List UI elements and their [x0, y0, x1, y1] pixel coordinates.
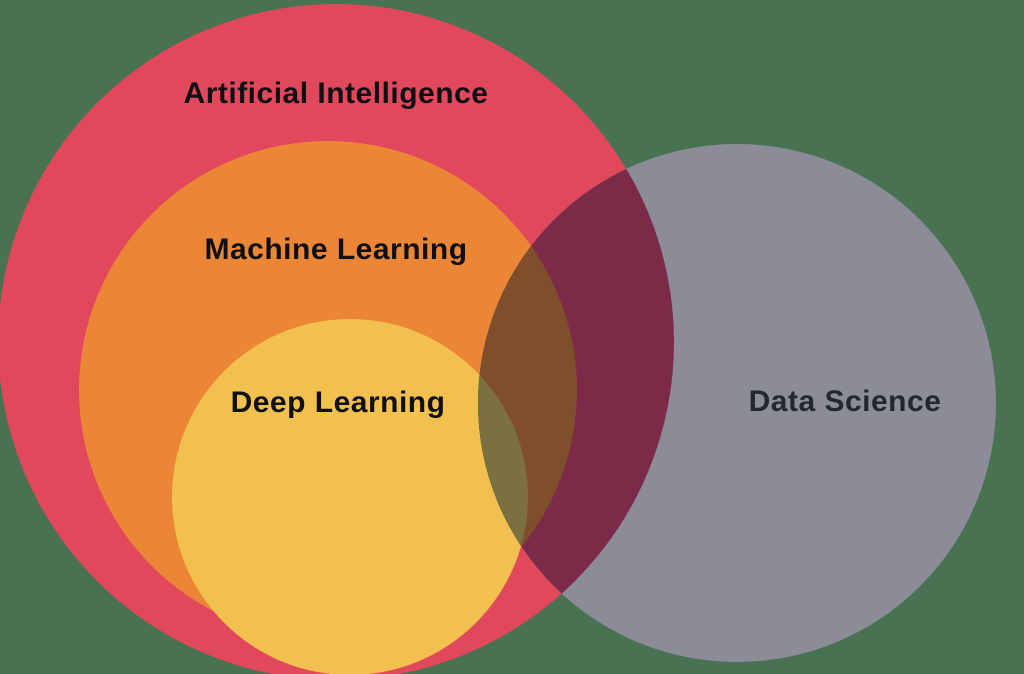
- deep-learning-circle: [172, 319, 528, 674]
- machine-learning-label: Machine Learning: [204, 233, 467, 266]
- deep-learning-label: Deep Learning: [231, 386, 446, 419]
- data-science-label: Data Science: [749, 385, 942, 418]
- artificial-intelligence-label: Artificial Intelligence: [184, 77, 489, 110]
